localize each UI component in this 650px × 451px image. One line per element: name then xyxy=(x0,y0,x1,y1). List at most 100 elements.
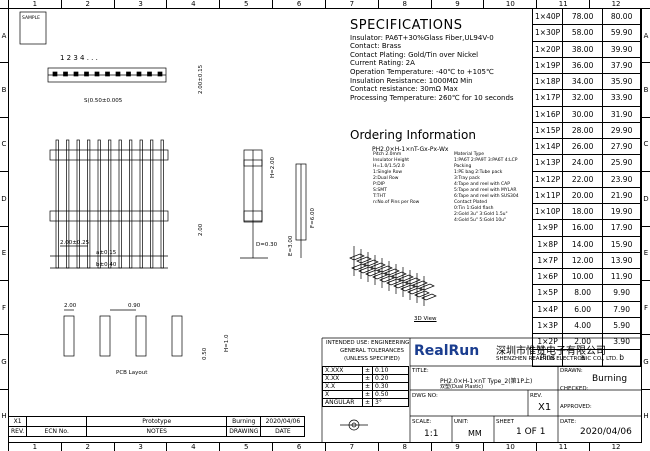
tolerance-row: X±0.50 xyxy=(322,390,410,399)
ordering-right-item: 2:Gold 3u" 3:Gold 1.5u" xyxy=(454,212,508,217)
dimension-cell: 37.90 xyxy=(602,56,642,75)
front-pin xyxy=(150,139,154,269)
dimension-cell: 1×19P xyxy=(531,56,564,75)
ruler-col-label: 8 xyxy=(377,0,431,8)
ruler-row-label: A xyxy=(642,8,650,62)
iso-pin xyxy=(377,258,395,288)
dimension-cell: 7.90 xyxy=(602,300,642,318)
revision-cell: DRAWING xyxy=(226,426,262,437)
tolerance-cell: 0.20 xyxy=(372,374,410,383)
pcb-pad-2 xyxy=(99,315,111,357)
ruler-col-label: 1 xyxy=(8,0,61,8)
dimension-cell: 1×18P xyxy=(531,72,564,91)
tolerance-cell: ± xyxy=(361,366,374,375)
pcb-dim-050: 0.50 xyxy=(202,347,208,360)
date-label: DATE: xyxy=(560,419,577,425)
top-view-pin xyxy=(73,71,79,77)
ordering-item: Insulator Height xyxy=(373,158,410,163)
dimension-cell: 10.00 xyxy=(562,267,604,286)
iso-pin xyxy=(363,252,381,282)
ruler-col-label: 8 xyxy=(377,443,431,451)
revision-cell: NOTES xyxy=(86,426,228,437)
3d-view-drawing xyxy=(349,246,437,306)
dimension-cell: 1×40P xyxy=(531,7,564,26)
ruler-row-label: D xyxy=(0,171,8,225)
revision-cell: REV. xyxy=(7,426,28,437)
ruler-col-label: 12 xyxy=(589,443,642,451)
tolerance-row: X.X±0.30 xyxy=(322,382,410,391)
dimension-cell: 20.00 xyxy=(562,186,604,205)
dimension-cell: 39.90 xyxy=(602,40,642,58)
ruler-col-label: 10 xyxy=(483,443,536,451)
dimension-cell: 35.90 xyxy=(602,72,642,91)
ordering-right-item: 4:Tape and reel with CAP xyxy=(454,182,510,187)
tolerance-cell: ± xyxy=(361,382,374,391)
checked-label: CHECKED: xyxy=(560,386,589,392)
iso-pin xyxy=(405,270,423,300)
dimension-cell: 24.00 xyxy=(562,154,604,172)
ordering-item: S:SMT xyxy=(373,188,387,193)
spec-line: Processing Temperature: 260℃ for 10 seco… xyxy=(350,93,514,102)
dimension-cell: 21.90 xyxy=(602,186,642,205)
ruler-col-label: 5 xyxy=(219,443,272,451)
sample-logo-box xyxy=(19,11,47,45)
ruler-col-label: 11 xyxy=(536,0,589,8)
ordering-item: H=1.0/1.5/2.0 xyxy=(373,164,405,169)
ruler-col-label: 10 xyxy=(483,0,536,8)
spec-line: Operation Temperature: -40℃ to +105℃ xyxy=(350,67,494,76)
pin-numbers: 1 2 3 4 . . . xyxy=(60,54,98,62)
top-view-pin xyxy=(63,71,68,77)
ruler-row-label: H xyxy=(0,388,8,443)
tolerance-cell: ± xyxy=(361,374,374,383)
dimension-cell: 4.00 xyxy=(562,316,604,335)
dimension-cell: 30.00 xyxy=(562,105,604,123)
dimension-cell: 1×12P xyxy=(531,170,564,188)
tolerance-cell: ± xyxy=(361,390,374,399)
ruler-col-label: 2 xyxy=(60,0,114,8)
ruler-row-label: E xyxy=(0,225,8,280)
dimension-cell: 1×4P xyxy=(531,300,564,318)
front-pin xyxy=(129,139,133,269)
dimension-cell: 18.00 xyxy=(562,202,604,221)
dimension-cell: 1×14P xyxy=(531,137,564,156)
revision-cell: Burning xyxy=(226,416,262,427)
ruler-col-label: 9 xyxy=(430,443,484,451)
dimension-cell: 59.90 xyxy=(602,24,642,42)
ruler-col-label: 11 xyxy=(536,443,589,451)
ordering-title: Ordering Information xyxy=(350,128,476,142)
ruler-col-label: 4 xyxy=(166,0,219,8)
ruler-col-label: 1 xyxy=(8,443,61,451)
ordering-item: 2:Dual Row xyxy=(373,176,399,181)
sheet-label: SHEET xyxy=(496,419,514,425)
dimension-cell: 27.90 xyxy=(602,137,642,156)
revision-cell: ECN No. xyxy=(26,426,88,437)
pcb-pad-4 xyxy=(171,315,183,357)
ruler-row-label: C xyxy=(642,116,650,171)
front-pin xyxy=(139,139,143,269)
a-dimension: a±0.15 xyxy=(96,250,117,256)
ordering-item: T:THT xyxy=(373,194,386,199)
tolerance-cell: 0.30 xyxy=(372,382,410,391)
iso-pin xyxy=(349,246,367,276)
front-view-upper-plastic xyxy=(49,149,169,161)
unit-label: UNIT: xyxy=(454,419,469,425)
drawn-value: Burning xyxy=(592,374,628,384)
top-view-pin xyxy=(136,71,142,77)
dimension-cell: 58.00 xyxy=(562,24,604,42)
top-view-pin xyxy=(126,71,131,77)
tolerance-cell: X.XX xyxy=(322,374,363,383)
ordering-item: P:DIP xyxy=(373,182,385,187)
ruler-row-label: D xyxy=(642,171,650,225)
dimension-cell: 8.00 xyxy=(562,284,604,302)
